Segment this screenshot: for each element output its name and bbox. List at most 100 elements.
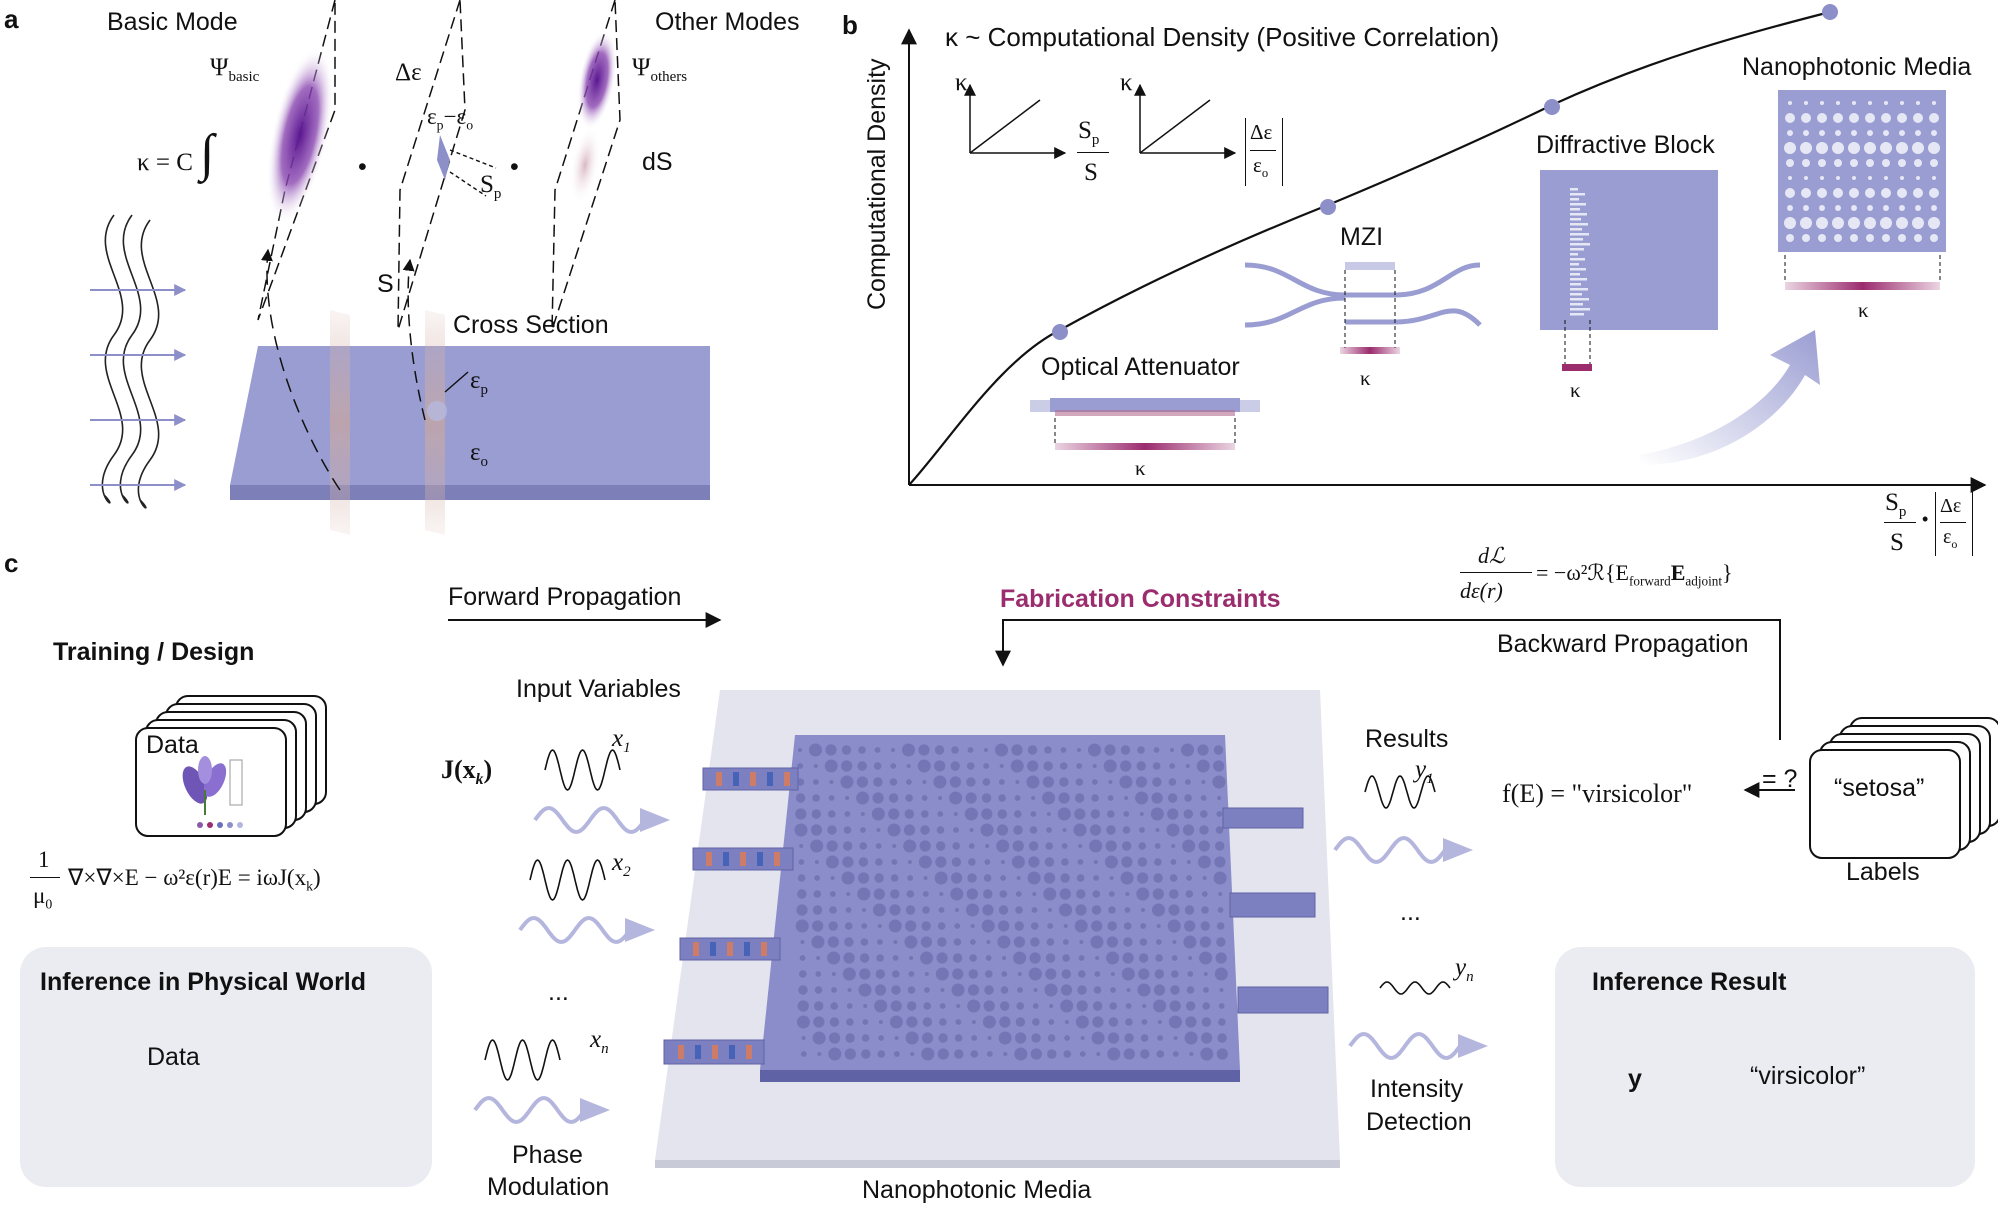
device-hole <box>1089 824 1102 836</box>
media-hole <box>1884 176 1888 180</box>
device-hole <box>1026 775 1040 789</box>
device-hole <box>983 874 992 882</box>
x-axis-dot: • <box>1922 509 1929 529</box>
input-carrier-wave <box>518 916 632 944</box>
device-hole <box>1011 855 1025 869</box>
device-hole <box>873 888 885 900</box>
device-hole <box>844 922 853 930</box>
diffractive-stripe <box>1570 203 1586 206</box>
device-hole <box>1108 1032 1120 1044</box>
diffractive-block-kappa: κ <box>1570 378 1581 402</box>
device-hole <box>920 936 933 948</box>
device-hole <box>1044 746 1052 754</box>
inference-physical-label: Inference in Physical World <box>40 968 367 996</box>
media-hole <box>1804 176 1808 180</box>
device-hole <box>982 778 991 786</box>
device-hole <box>949 791 963 805</box>
device-hole <box>1064 1035 1070 1041</box>
input-signal-wave <box>484 1039 561 1081</box>
device-hole <box>1215 826 1224 834</box>
output-carrier-wave <box>1348 1032 1462 1060</box>
device-hole <box>843 826 852 834</box>
device-hole <box>1150 807 1164 821</box>
diffractive-stripe <box>1570 213 1587 216</box>
device-hole <box>1046 938 1055 946</box>
inset2-bar <box>1250 150 1276 151</box>
media-hole <box>1848 142 1860 154</box>
device-hole <box>1015 1032 1027 1044</box>
device-hole <box>1156 939 1162 945</box>
device-hole <box>1044 983 1058 997</box>
device-hole <box>1166 823 1180 837</box>
device-hole <box>981 808 993 820</box>
device-hole <box>816 956 821 960</box>
device-hole <box>907 1001 917 1011</box>
sp-label: Sp <box>480 171 502 202</box>
field-stripe <box>740 852 746 866</box>
device-hole <box>1043 761 1053 771</box>
device-hole <box>1169 763 1176 769</box>
device-hole <box>1075 1015 1089 1029</box>
device-hole <box>1141 908 1145 912</box>
device-hole <box>1137 872 1149 884</box>
device-hole <box>1185 764 1190 768</box>
device-hole <box>813 890 822 898</box>
device-hole <box>1064 1020 1069 1024</box>
device-hole <box>908 971 915 977</box>
mzi-label: MZI <box>1340 223 1384 251</box>
device-hole <box>1157 1020 1162 1024</box>
media-hole <box>1928 142 1940 154</box>
device-hole <box>1182 839 1196 853</box>
device-hole <box>922 1032 934 1044</box>
device-hole <box>921 921 931 931</box>
input-arrow-head <box>580 1098 610 1122</box>
device-hole <box>1033 988 1038 992</box>
device-hole <box>1201 780 1206 784</box>
device-hole <box>860 827 866 833</box>
device-hole <box>1096 1052 1101 1056</box>
other-modes-label: Other Modes <box>655 8 800 36</box>
device-hole <box>938 907 945 913</box>
device-hole <box>1027 760 1039 772</box>
diffractive-stripe <box>1570 248 1584 251</box>
device-hole <box>1077 985 1087 995</box>
x2-label: x2 <box>612 849 631 880</box>
device-hole <box>1185 890 1194 898</box>
inset1-fraction-den: S <box>1084 159 1098 186</box>
media-hole <box>1868 101 1872 105</box>
field-stripe <box>729 1045 735 1059</box>
device-hole <box>829 1017 840 1027</box>
x1-label: x1 <box>612 725 631 756</box>
device-hole <box>1014 1047 1028 1061</box>
device-hole <box>1141 1019 1148 1025</box>
device-hole <box>1000 860 1005 864</box>
field-stripe <box>784 772 790 786</box>
device-hole <box>1109 876 1114 880</box>
gradient-rhs: = −ω²ℛ{EforwardEadjoint} <box>1536 560 1733 589</box>
media-hole <box>1820 176 1824 180</box>
device-hole <box>1185 779 1191 785</box>
media-hole <box>1835 130 1841 136</box>
device-hole <box>936 952 948 964</box>
field-stripe <box>746 1045 752 1059</box>
device-hole <box>893 1051 900 1057</box>
device-hole <box>1135 776 1147 788</box>
device-hole <box>1044 872 1056 884</box>
device-hole <box>817 1052 822 1056</box>
device-hole <box>1107 795 1114 801</box>
device-hole <box>1029 952 1041 964</box>
media-hole <box>1930 159 1938 167</box>
media-hole <box>1850 234 1858 242</box>
device-hole <box>828 795 835 801</box>
device-hole <box>1170 748 1174 752</box>
device-hole <box>933 775 947 789</box>
device-hole <box>1048 1019 1055 1025</box>
device-hole <box>1186 1001 1196 1011</box>
device-hole <box>1091 1031 1105 1045</box>
device-hole <box>799 955 806 961</box>
media-hole <box>1912 142 1924 154</box>
media-hole <box>1817 188 1827 198</box>
device-hole <box>1212 775 1226 789</box>
device-hole <box>1014 810 1022 818</box>
output-arrow-head <box>1458 1034 1488 1058</box>
